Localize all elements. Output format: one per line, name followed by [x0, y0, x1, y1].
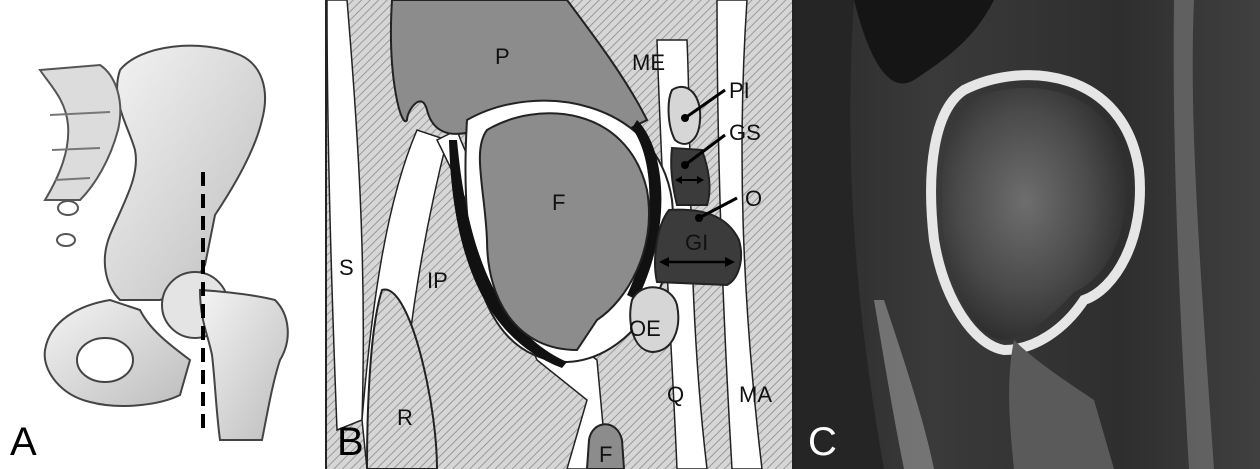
label-o: O — [745, 186, 762, 211]
label-gs: GS — [729, 120, 761, 145]
label-oe: OE — [629, 316, 661, 341]
sacrum — [40, 65, 120, 200]
panel-c-label: C — [808, 420, 837, 464]
label-pi: PI — [729, 78, 750, 103]
mri-drawing: C — [794, 0, 1260, 469]
label-p: P — [495, 44, 510, 69]
femur — [200, 290, 288, 440]
label-s: S — [339, 255, 354, 280]
panel-b-label: B — [337, 420, 364, 464]
label-gi: GI — [685, 230, 708, 255]
label-ma: MA — [739, 382, 772, 407]
structure-gs — [671, 148, 709, 205]
label-me: ME — [632, 50, 665, 75]
pelvis-drawing: A — [0, 0, 325, 469]
iliac-wing — [105, 46, 265, 300]
label-r: R — [397, 405, 413, 430]
panel-c-mri-image: C — [794, 0, 1260, 469]
panel-a-label: A — [10, 420, 37, 464]
schematic-drawing: P ME PI GS O GI F F S IP R OE Q MA B — [327, 0, 792, 469]
label-ip: IP — [427, 268, 448, 293]
label-f-shaft: F — [599, 442, 612, 467]
panel-a-pelvis-illustration: A — [0, 0, 327, 469]
label-f-head: F — [552, 190, 565, 215]
label-q: Q — [667, 382, 684, 407]
panel-b-schematic: P ME PI GS O GI F F S IP R OE Q MA B — [327, 0, 794, 469]
